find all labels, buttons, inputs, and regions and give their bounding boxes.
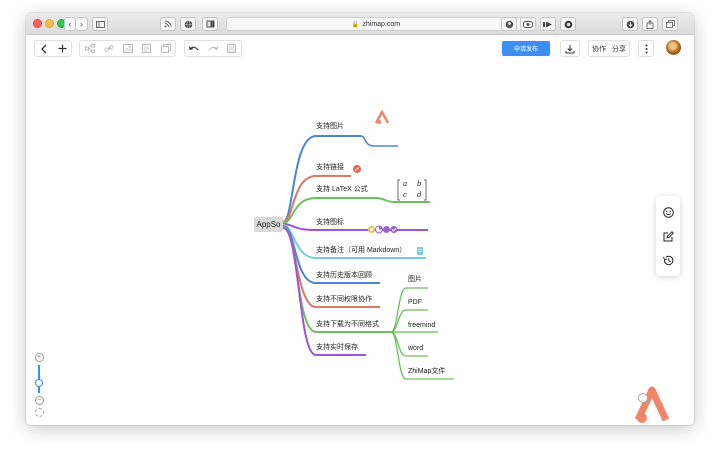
branch-autosave[interactable]: 支持实时保存 <box>316 344 358 351</box>
forward-icon[interactable]: › <box>76 17 88 31</box>
matrix-c: c <box>403 191 407 199</box>
format-word[interactable]: word <box>408 345 424 352</box>
extension-icon-2[interactable] <box>520 17 536 31</box>
history-icon[interactable] <box>661 253 675 267</box>
globe-icon[interactable] <box>180 17 196 31</box>
share-button[interactable]: 分享 <box>612 45 626 53</box>
extension-icon-4[interactable] <box>560 17 576 31</box>
address-bar[interactable]: 🔒 zhimap.com <box>226 17 526 31</box>
zoom-slider-handle[interactable] <box>35 379 43 387</box>
more-icon[interactable] <box>639 41 653 56</box>
emoji-icon[interactable] <box>661 205 675 219</box>
connector-permissions <box>282 226 380 308</box>
url-text: zhimap.com <box>362 20 401 28</box>
branch-icons[interactable]: 支持图标 <box>316 219 344 226</box>
note-icon[interactable] <box>137 41 156 56</box>
undo-icon[interactable] <box>185 41 204 56</box>
root-node[interactable]: AppSo <box>254 217 283 232</box>
image-attachment <box>374 109 390 124</box>
link-icon[interactable] <box>99 41 118 56</box>
branch-history[interactable]: 支持历史版本回顾 <box>316 272 372 279</box>
extension-icon-3[interactable] <box>540 17 556 31</box>
branch-permissions[interactable]: 支持不同权限协作 <box>316 296 372 303</box>
icon-badges <box>368 225 398 234</box>
connector-latex <box>282 197 430 224</box>
extension-icon[interactable] <box>501 17 517 31</box>
browser-titlebar: ‹ › 🔒 zhimap.com ↻ <box>26 13 694 35</box>
avatar[interactable] <box>666 40 681 55</box>
connector-icons <box>282 223 428 231</box>
connector-notes <box>282 224 426 259</box>
format-zhimap[interactable]: ZhiMap文件 <box>408 368 446 375</box>
matrix-b: b <box>417 180 422 188</box>
redo-icon[interactable] <box>204 41 223 56</box>
connector-format-pdf <box>390 309 428 333</box>
close-window-button[interactable] <box>33 19 42 28</box>
branch-images[interactable]: 支持图片 <box>316 123 344 130</box>
zoom-slider[interactable] <box>35 365 43 393</box>
collab-share-group: 协作 分享 <box>588 40 630 57</box>
connector-format-zhimap <box>390 331 454 380</box>
format-image[interactable]: 图片 <box>408 276 422 283</box>
history-tool-group <box>184 40 242 57</box>
image-icon[interactable] <box>118 41 137 56</box>
matrix-d: d <box>417 191 422 199</box>
connector-links <box>282 175 351 223</box>
mindmap-canvas[interactable]: AppSo 支持图片 支持链接 支持 LaTeX 公式 支持图标 支持备注（可用… <box>26 62 694 425</box>
edit-note-icon[interactable] <box>661 229 675 243</box>
minimize-window-button[interactable] <box>45 19 54 28</box>
zoom-out-button[interactable]: − <box>34 396 44 405</box>
lock-icon: 🔒 <box>351 21 360 28</box>
app-toolbar: 申请发布 协作 分享 <box>26 36 694 62</box>
mindmap-connectors <box>282 109 454 380</box>
connector-images-child <box>360 135 398 147</box>
more-tool-group <box>638 40 654 57</box>
branch-notes[interactable]: 支持备注（可用 Markdown） <box>316 247 407 254</box>
matrix-a: a <box>403 180 408 188</box>
zhimap-logo-icon <box>634 386 670 423</box>
edit-tool-group <box>79 40 176 57</box>
download-icon[interactable] <box>622 17 638 31</box>
connector-images <box>282 135 361 223</box>
connector-autosave <box>282 227 366 356</box>
collab-button[interactable]: 协作 <box>592 45 606 53</box>
fit-screen-button[interactable] <box>34 408 44 417</box>
latex-matrix <box>397 179 427 201</box>
format-pdf[interactable]: PDF <box>408 299 422 306</box>
back-arrow-icon[interactable] <box>35 41 53 56</box>
zoom-in-button[interactable]: + <box>34 353 44 362</box>
save-icon[interactable] <box>222 41 241 56</box>
branch-latex[interactable]: 支持 LaTeX 公式 <box>316 186 368 193</box>
reader-icon[interactable] <box>202 17 218 31</box>
branch-download[interactable]: 支持下载为不同格式 <box>316 321 379 328</box>
nav-tool-group <box>34 40 72 57</box>
link-badge-icon <box>353 165 361 173</box>
format-freemind[interactable]: freemind <box>408 322 436 329</box>
download-tool-group <box>560 40 580 57</box>
node-structure-icon[interactable] <box>80 41 99 56</box>
note-badge-icon <box>417 247 423 255</box>
share-icon[interactable] <box>642 17 658 31</box>
style-icon[interactable] <box>156 41 175 56</box>
rss-icon[interactable] <box>160 17 176 31</box>
browser-window: ‹ › 🔒 zhimap.com ↻ <box>26 13 694 425</box>
sidebar-icon[interactable] <box>92 17 108 31</box>
add-node-icon[interactable] <box>53 41 71 56</box>
branch-links[interactable]: 支持链接 <box>316 164 344 171</box>
zoom-control: + − <box>33 353 45 425</box>
help-icon[interactable] <box>638 393 648 403</box>
side-panel <box>656 196 680 276</box>
tabs-icon[interactable] <box>662 17 678 31</box>
back-icon[interactable]: ‹ <box>64 17 76 31</box>
publish-button[interactable]: 申请发布 <box>502 41 550 56</box>
download-map-icon[interactable] <box>561 41 579 56</box>
